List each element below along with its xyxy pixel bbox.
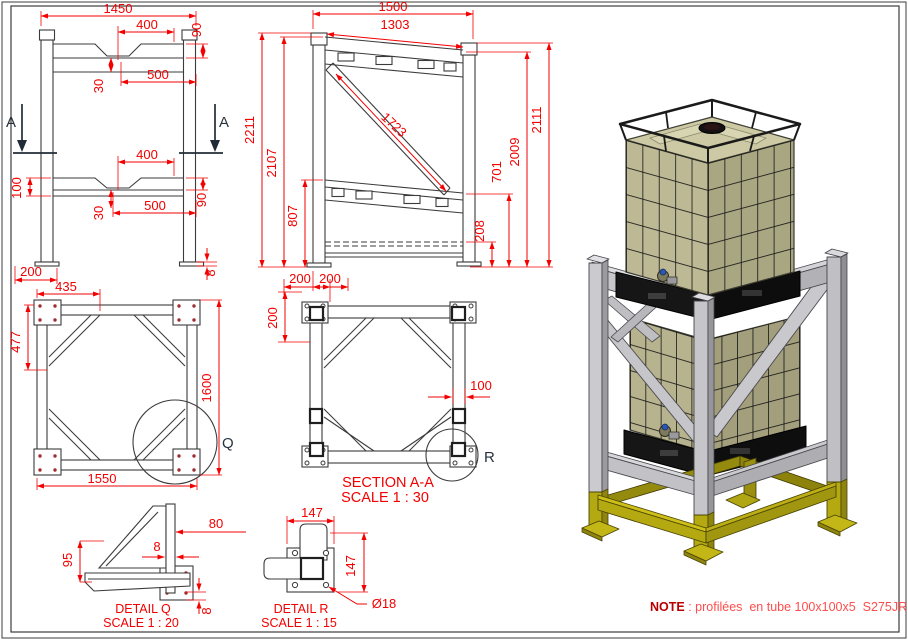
bumper-rails [597,481,837,544]
dim-foot-offset: 200 [319,271,341,286]
detail-marker-label: R [484,449,495,466]
dim-hole-diameter: Ø18 [372,596,397,611]
frame-posts [586,248,849,554]
dim-gusset-width: 80 [209,516,223,531]
dim-rail-offset-left: 100 [9,177,24,199]
dim-mid-rail-height-left: 807 [285,205,300,227]
dim-corner-offset-y: 200 [265,307,280,329]
isometric-render [581,98,858,566]
detail-q-view: 80 8 95 8 DETAIL Q SCALE 1 : 20 [60,503,246,630]
dim-plate-top: 500 [147,67,169,82]
dim-overall-width: 1500 [379,0,408,14]
dim-depth: 1600 [199,374,214,403]
section-cut-marker-left: A [6,104,57,154]
dim-height-right-outer: 2111 [529,107,544,134]
note-label: NOTE [650,600,685,614]
dim-rail-height-top: 90 [189,23,204,37]
detail-q-scale: SCALE 1 : 20 [103,616,179,630]
page-inner-border [10,5,900,633]
dim-plate-height: 147 [343,555,358,577]
dim-notch-mid: 400 [136,147,158,162]
detail-marker-label: Q [222,435,234,452]
base-plates [581,514,858,566]
dim-width: 1550 [88,471,117,486]
note-body: : profilées en tube 100x100x5 S275JR [684,600,908,614]
section-cut-marker-right: A [179,104,229,154]
section-aa-view: R 200 200 100 SECTION A-A SCALE 1 : 30 [265,271,495,506]
dim-corner-offset-x: 200 [289,271,311,286]
dim-clear-span: 1303 [381,17,410,32]
upper-ibc-tote [615,98,802,321]
dim-height: 95 [60,553,75,567]
detail-r-scale: SCALE 1 : 15 [261,616,337,630]
dim-offset-top: 30 [91,79,106,93]
section-marker-label: A [6,114,16,131]
dim-brace-offset-x: 435 [55,279,77,294]
dim-mid-rail-height-right: 701 [489,161,504,183]
detail-q-title: DETAIL Q [115,602,171,616]
dim-plate-width: 147 [301,505,323,520]
dim-rail-height-mid: 90 [194,193,209,207]
dim-height-left-outer: 2211 [242,116,257,144]
dim-height-right-inner: 2009 [507,138,522,167]
dim-plate-thickness: 8 [203,269,218,276]
dim-height-left-inner: 2107 [264,149,279,178]
dim-plate-thickness-top: 8 [153,539,160,554]
dim-plate-mid: 500 [144,198,166,213]
side-elevation-view: 1500 1303 2211 2107 807 1723 701 2009 21… [242,0,553,291]
detail-r-title: DETAIL R [274,602,329,616]
section-marker-label: A [219,114,229,131]
dim-foot-offset: 200 [20,264,42,279]
material-note: NOTE : profilées en tube 100x100x5 S275J… [650,600,907,614]
plan-view: Q 435 477 1600 1550 [8,279,234,490]
dim-overall-width: 1450 [104,1,133,16]
dim-notch-top: 400 [136,17,158,32]
dim-brace-offset-y: 477 [8,331,23,353]
section-title: SECTION A-A [342,475,434,491]
section-scale: SCALE 1 : 30 [341,490,429,506]
dim-offset-mid: 30 [91,206,106,220]
dim-plate-thickness-bottom: 8 [199,607,214,614]
dim-bottom-rail-height: 208 [472,220,487,242]
detail-r-view: 147 147 Ø18 DETAIL R SCALE 1 : 15 [261,505,396,630]
dim-tube-width: 100 [470,378,492,393]
front-elevation-view: A A 1450 400 90 500 30 400 [6,1,229,284]
